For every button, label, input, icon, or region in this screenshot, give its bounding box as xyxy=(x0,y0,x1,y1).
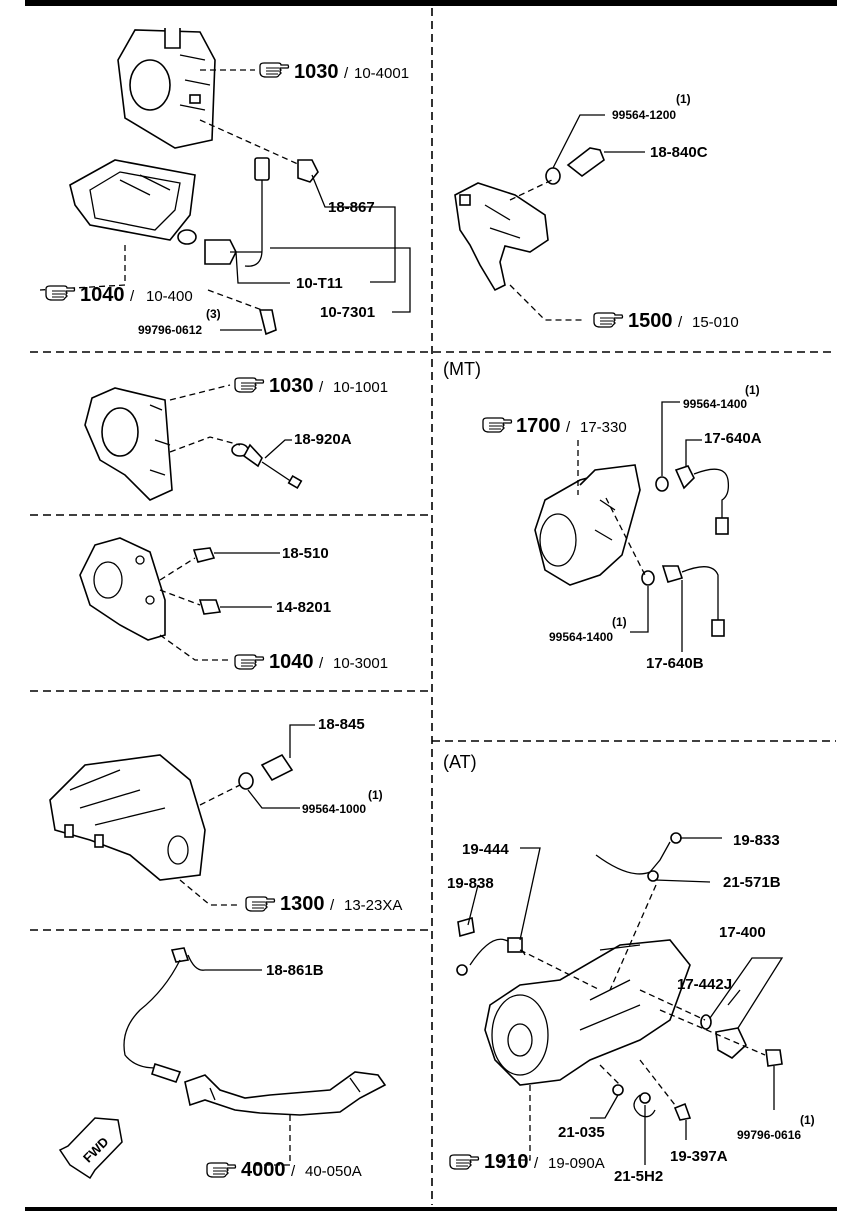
section-front-cover: 18-510 14-8201 1040 / 10-3001 xyxy=(79,537,388,673)
ref-separator: / xyxy=(130,288,135,305)
hand-pointer-icon xyxy=(206,1162,237,1178)
ref-page: 10-4001 xyxy=(354,65,409,82)
section-manual-transmission: (MT) 1700 / 17-330 (1) 99564-1400 17-640… xyxy=(443,359,762,672)
transfer-housing-drawing xyxy=(454,182,549,292)
ref-separator: / xyxy=(319,655,324,672)
part-number: 18-845 xyxy=(318,716,365,733)
part-number: 18-840C xyxy=(650,144,708,161)
ref-number: 1040 xyxy=(269,651,314,673)
part-number: 18-510 xyxy=(282,545,329,562)
ref-page: 17-330 xyxy=(580,419,627,436)
part-number: 99796-0616 xyxy=(737,1128,801,1142)
sensor-harness-drawing xyxy=(177,157,319,336)
section-header: (AT) xyxy=(443,752,477,772)
part-quantity: (1) xyxy=(676,92,691,106)
ref-number: 1030 xyxy=(294,61,339,83)
part-quantity: (1) xyxy=(612,615,627,629)
part-number: 19-833 xyxy=(733,832,780,849)
automatic-transmission-drawing xyxy=(484,939,691,1086)
hand-pointer-icon xyxy=(449,1154,480,1170)
ref-number: 1300 xyxy=(280,893,325,915)
part-number: 10-7301 xyxy=(320,304,375,321)
ref-separator: / xyxy=(534,1155,539,1172)
front-cover-drawing xyxy=(79,537,166,641)
ref-separator: / xyxy=(566,419,571,436)
hand-pointer-icon xyxy=(593,312,624,328)
ref-page: 13-23XA xyxy=(344,897,402,914)
part-number: 18-861B xyxy=(266,962,324,979)
section-header: (MT) xyxy=(443,359,481,379)
hand-pointer-icon xyxy=(234,654,265,670)
ref-separator: / xyxy=(330,897,335,914)
fwd-arrow-icon: FWD xyxy=(58,1117,123,1180)
hand-pointer-icon xyxy=(45,285,76,301)
section-intake-manifold: 18-845 (1) 99564-1000 1300 / 13-23XA xyxy=(49,716,402,915)
hand-pointer-icon xyxy=(482,417,513,433)
section-top-left: 1030 / 10-4001 18-867 10-T11 1040 / 10-4… xyxy=(39,28,411,337)
manual-transmission-drawing xyxy=(534,464,641,586)
part-number: 99564-1200 xyxy=(612,108,676,122)
hand-pointer-icon xyxy=(245,896,276,912)
page-frame xyxy=(25,0,837,1211)
ref-page: 15-010 xyxy=(692,314,739,331)
part-number: 17-640A xyxy=(704,430,762,447)
ref-number: 1030 xyxy=(269,375,314,397)
part-quantity: (1) xyxy=(800,1113,815,1127)
part-number: 17-400 xyxy=(719,924,766,941)
ref-page: 19-090A xyxy=(548,1155,605,1172)
part-number: 18-920A xyxy=(294,431,352,448)
part-number: 19-838 xyxy=(447,875,494,892)
part-number: 21-5H2 xyxy=(614,1168,663,1185)
intake-manifold-drawing xyxy=(49,754,206,881)
part-number: 21-571B xyxy=(723,874,781,891)
ref-number: 1040 xyxy=(80,284,125,306)
ref-page: 40-050A xyxy=(305,1163,362,1180)
ref-page: 10-400 xyxy=(146,288,193,305)
ref-number: 4000 xyxy=(241,1159,286,1181)
section-exhaust: 18-861B FWD 4000 / 40-050A xyxy=(58,947,387,1181)
bellhousing-drawing xyxy=(84,387,173,501)
exhaust-pipe-drawing xyxy=(184,1071,387,1116)
ref-page: 10-3001 xyxy=(333,655,388,672)
part-quantity: (1) xyxy=(368,788,383,802)
hand-pointer-icon xyxy=(234,377,265,393)
part-number: 21-035 xyxy=(558,1124,605,1141)
ref-separator: / xyxy=(344,65,349,82)
ref-separator: / xyxy=(291,1163,296,1180)
part-number: 10-T11 xyxy=(296,275,343,292)
part-quantity: (3) xyxy=(206,307,221,321)
part-number: 99564-1400 xyxy=(683,397,747,411)
part-number: 17-640B xyxy=(646,655,704,672)
ref-page: 10-1001 xyxy=(333,379,388,396)
ref-number: 1910 xyxy=(484,1151,529,1173)
ref-number: 1500 xyxy=(628,310,673,332)
engine-block-drawing xyxy=(117,28,216,149)
part-number: 18-867 xyxy=(328,199,375,216)
part-number: 99796-0612 xyxy=(138,323,202,337)
ref-separator: / xyxy=(319,379,324,396)
ref-number: 1700 xyxy=(516,415,561,437)
oil-pan-drawing xyxy=(69,159,196,241)
part-number: 99564-1400 xyxy=(549,630,613,644)
part-quantity: (1) xyxy=(745,383,760,397)
section-automatic-transmission: (AT) xyxy=(443,752,815,1185)
part-number: 99564-1000 xyxy=(302,802,366,816)
part-number: 17-442J xyxy=(677,976,732,993)
part-number: 19-444 xyxy=(462,841,509,858)
section-bellhousing: 1030 / 10-1001 18-920A xyxy=(84,375,388,501)
part-number: 14-8201 xyxy=(276,599,331,616)
ref-separator: / xyxy=(678,314,683,331)
section-top-right: (1) 99564-1200 18-840C 1500 / 15-010 xyxy=(454,92,739,332)
hand-pointer-icon xyxy=(259,62,290,78)
part-number: 19-397A xyxy=(670,1148,728,1165)
